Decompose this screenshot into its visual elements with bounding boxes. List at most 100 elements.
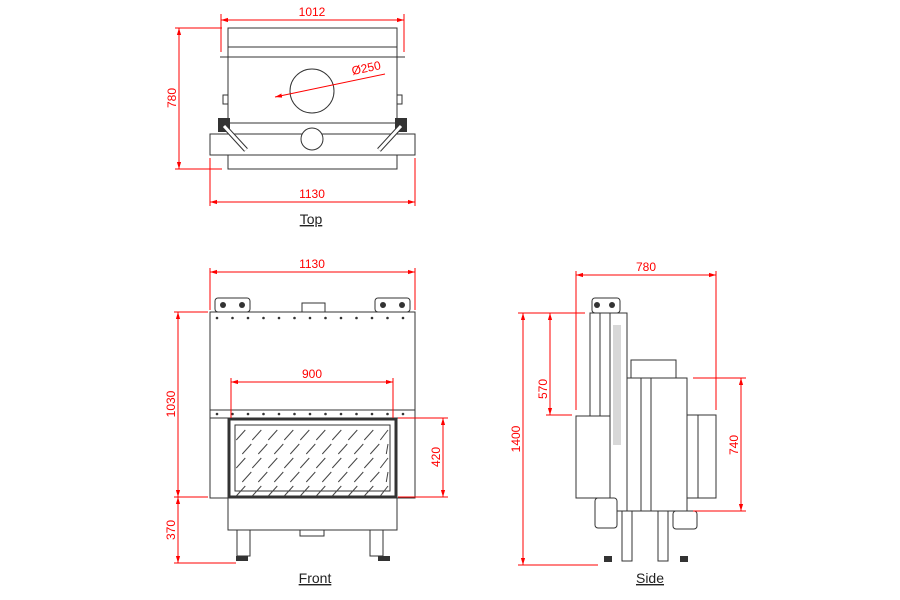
hatch-line bbox=[241, 443, 252, 455]
hatch-line bbox=[331, 429, 342, 441]
rivet-dot bbox=[215, 412, 219, 416]
rivet-dot bbox=[308, 316, 312, 320]
hatch-line bbox=[315, 485, 326, 497]
rivet-dot bbox=[231, 412, 234, 416]
rivet-dot bbox=[401, 316, 405, 320]
rivet-dot bbox=[246, 412, 250, 416]
hatch-line bbox=[363, 485, 374, 497]
side-rear-box bbox=[686, 414, 717, 499]
hatch-line bbox=[267, 429, 278, 441]
side-body bbox=[626, 377, 688, 512]
hatch-line bbox=[363, 457, 374, 469]
dim-flue-diameter: Ø250 bbox=[350, 58, 382, 78]
hatch-line bbox=[273, 471, 284, 483]
hatch-line bbox=[353, 443, 364, 455]
hinge-bracket-right bbox=[377, 118, 407, 152]
rivet-dot bbox=[370, 412, 374, 416]
view-label-front: Front bbox=[299, 570, 332, 586]
hatch-line bbox=[289, 443, 300, 455]
dim-top-780: 780 bbox=[165, 88, 179, 108]
hatch-line bbox=[299, 429, 310, 441]
hatch-line bbox=[251, 457, 262, 469]
dim-front-1130: 1130 bbox=[299, 257, 325, 271]
front-leg-left bbox=[236, 529, 251, 557]
hatch-line bbox=[337, 443, 348, 455]
hatch-line bbox=[385, 471, 389, 483]
dim-top-1130: 1130 bbox=[299, 187, 325, 201]
glass-hatching bbox=[235, 429, 389, 497]
rivet-dot bbox=[355, 316, 358, 320]
hatch-line bbox=[321, 443, 332, 455]
hatch-line bbox=[305, 471, 316, 483]
hatch-line bbox=[347, 457, 358, 469]
hatch-line bbox=[267, 457, 278, 469]
hatch-line bbox=[331, 457, 342, 469]
hatch-line bbox=[331, 485, 342, 497]
hatch-line bbox=[369, 471, 380, 483]
rivet-dot bbox=[262, 412, 265, 416]
hinge-bracket-left bbox=[218, 118, 248, 152]
view-label-side: Side bbox=[636, 570, 664, 586]
hatch-line bbox=[353, 471, 364, 483]
dim-side-740: 740 bbox=[727, 435, 741, 455]
front-upper-body bbox=[209, 311, 416, 419]
rivet-dot bbox=[246, 316, 250, 320]
hatch-line bbox=[337, 471, 348, 483]
hatch-line bbox=[283, 429, 294, 441]
side-front-box bbox=[575, 415, 611, 499]
rivet-dot bbox=[308, 412, 312, 416]
hatch-line bbox=[315, 429, 326, 441]
hatch-line bbox=[283, 457, 294, 469]
rivet-dot bbox=[324, 412, 327, 416]
rivet-dot bbox=[293, 412, 296, 416]
hatch-line bbox=[379, 429, 389, 441]
hatch-line bbox=[299, 457, 310, 469]
hatch-line bbox=[385, 443, 389, 455]
rivet-dot bbox=[401, 412, 405, 416]
rivet-dot bbox=[324, 316, 327, 320]
hatch-line bbox=[251, 429, 262, 441]
dim-front-900: 900 bbox=[302, 367, 322, 381]
hatch-line bbox=[299, 485, 310, 497]
rivet-dot bbox=[355, 412, 358, 416]
hatch-line bbox=[289, 471, 300, 483]
top-view: 1012 780 Ø250 1130 Top bbox=[165, 5, 416, 227]
dim-side-780: 780 bbox=[636, 260, 656, 274]
top-rear-panel bbox=[227, 27, 398, 58]
glass-panel bbox=[234, 424, 391, 492]
side-front-column bbox=[589, 312, 601, 417]
hatch-line bbox=[267, 485, 278, 497]
flue-outlet-circle bbox=[289, 68, 335, 114]
hatch-line bbox=[257, 443, 268, 455]
side-view: 780 1400 570 740 Side bbox=[509, 260, 746, 586]
hatch-line bbox=[315, 457, 326, 469]
hatch-line bbox=[347, 429, 358, 441]
hatch-line bbox=[257, 471, 268, 483]
hatch-line bbox=[379, 457, 389, 469]
side-leg-rear bbox=[657, 510, 669, 562]
hatch-line bbox=[235, 485, 246, 497]
rivet-dot bbox=[262, 316, 265, 320]
air-inlet-circle bbox=[300, 127, 324, 151]
rivet-dot bbox=[215, 316, 219, 320]
dim-front-370: 370 bbox=[164, 520, 178, 540]
rivet-dot bbox=[386, 412, 389, 416]
hatch-line bbox=[363, 429, 374, 441]
front-base bbox=[227, 497, 398, 531]
dim-front-420: 420 bbox=[429, 447, 443, 467]
hatch-line bbox=[305, 443, 316, 455]
front-view: 1130 900 420 1030 370 Front bbox=[164, 257, 448, 586]
rivet-dot bbox=[370, 316, 374, 320]
rivet-dot bbox=[277, 316, 281, 320]
hatch-line bbox=[251, 485, 262, 497]
hatch-line bbox=[235, 429, 246, 441]
hatch-line bbox=[241, 471, 252, 483]
side-leg-front bbox=[621, 510, 633, 562]
hatch-line bbox=[273, 443, 284, 455]
rivet-dot bbox=[339, 412, 343, 416]
view-label-top: Top bbox=[300, 211, 323, 227]
rivet-dot bbox=[231, 316, 234, 320]
rivet-dots bbox=[215, 316, 405, 416]
dim-front-1030: 1030 bbox=[164, 390, 178, 417]
